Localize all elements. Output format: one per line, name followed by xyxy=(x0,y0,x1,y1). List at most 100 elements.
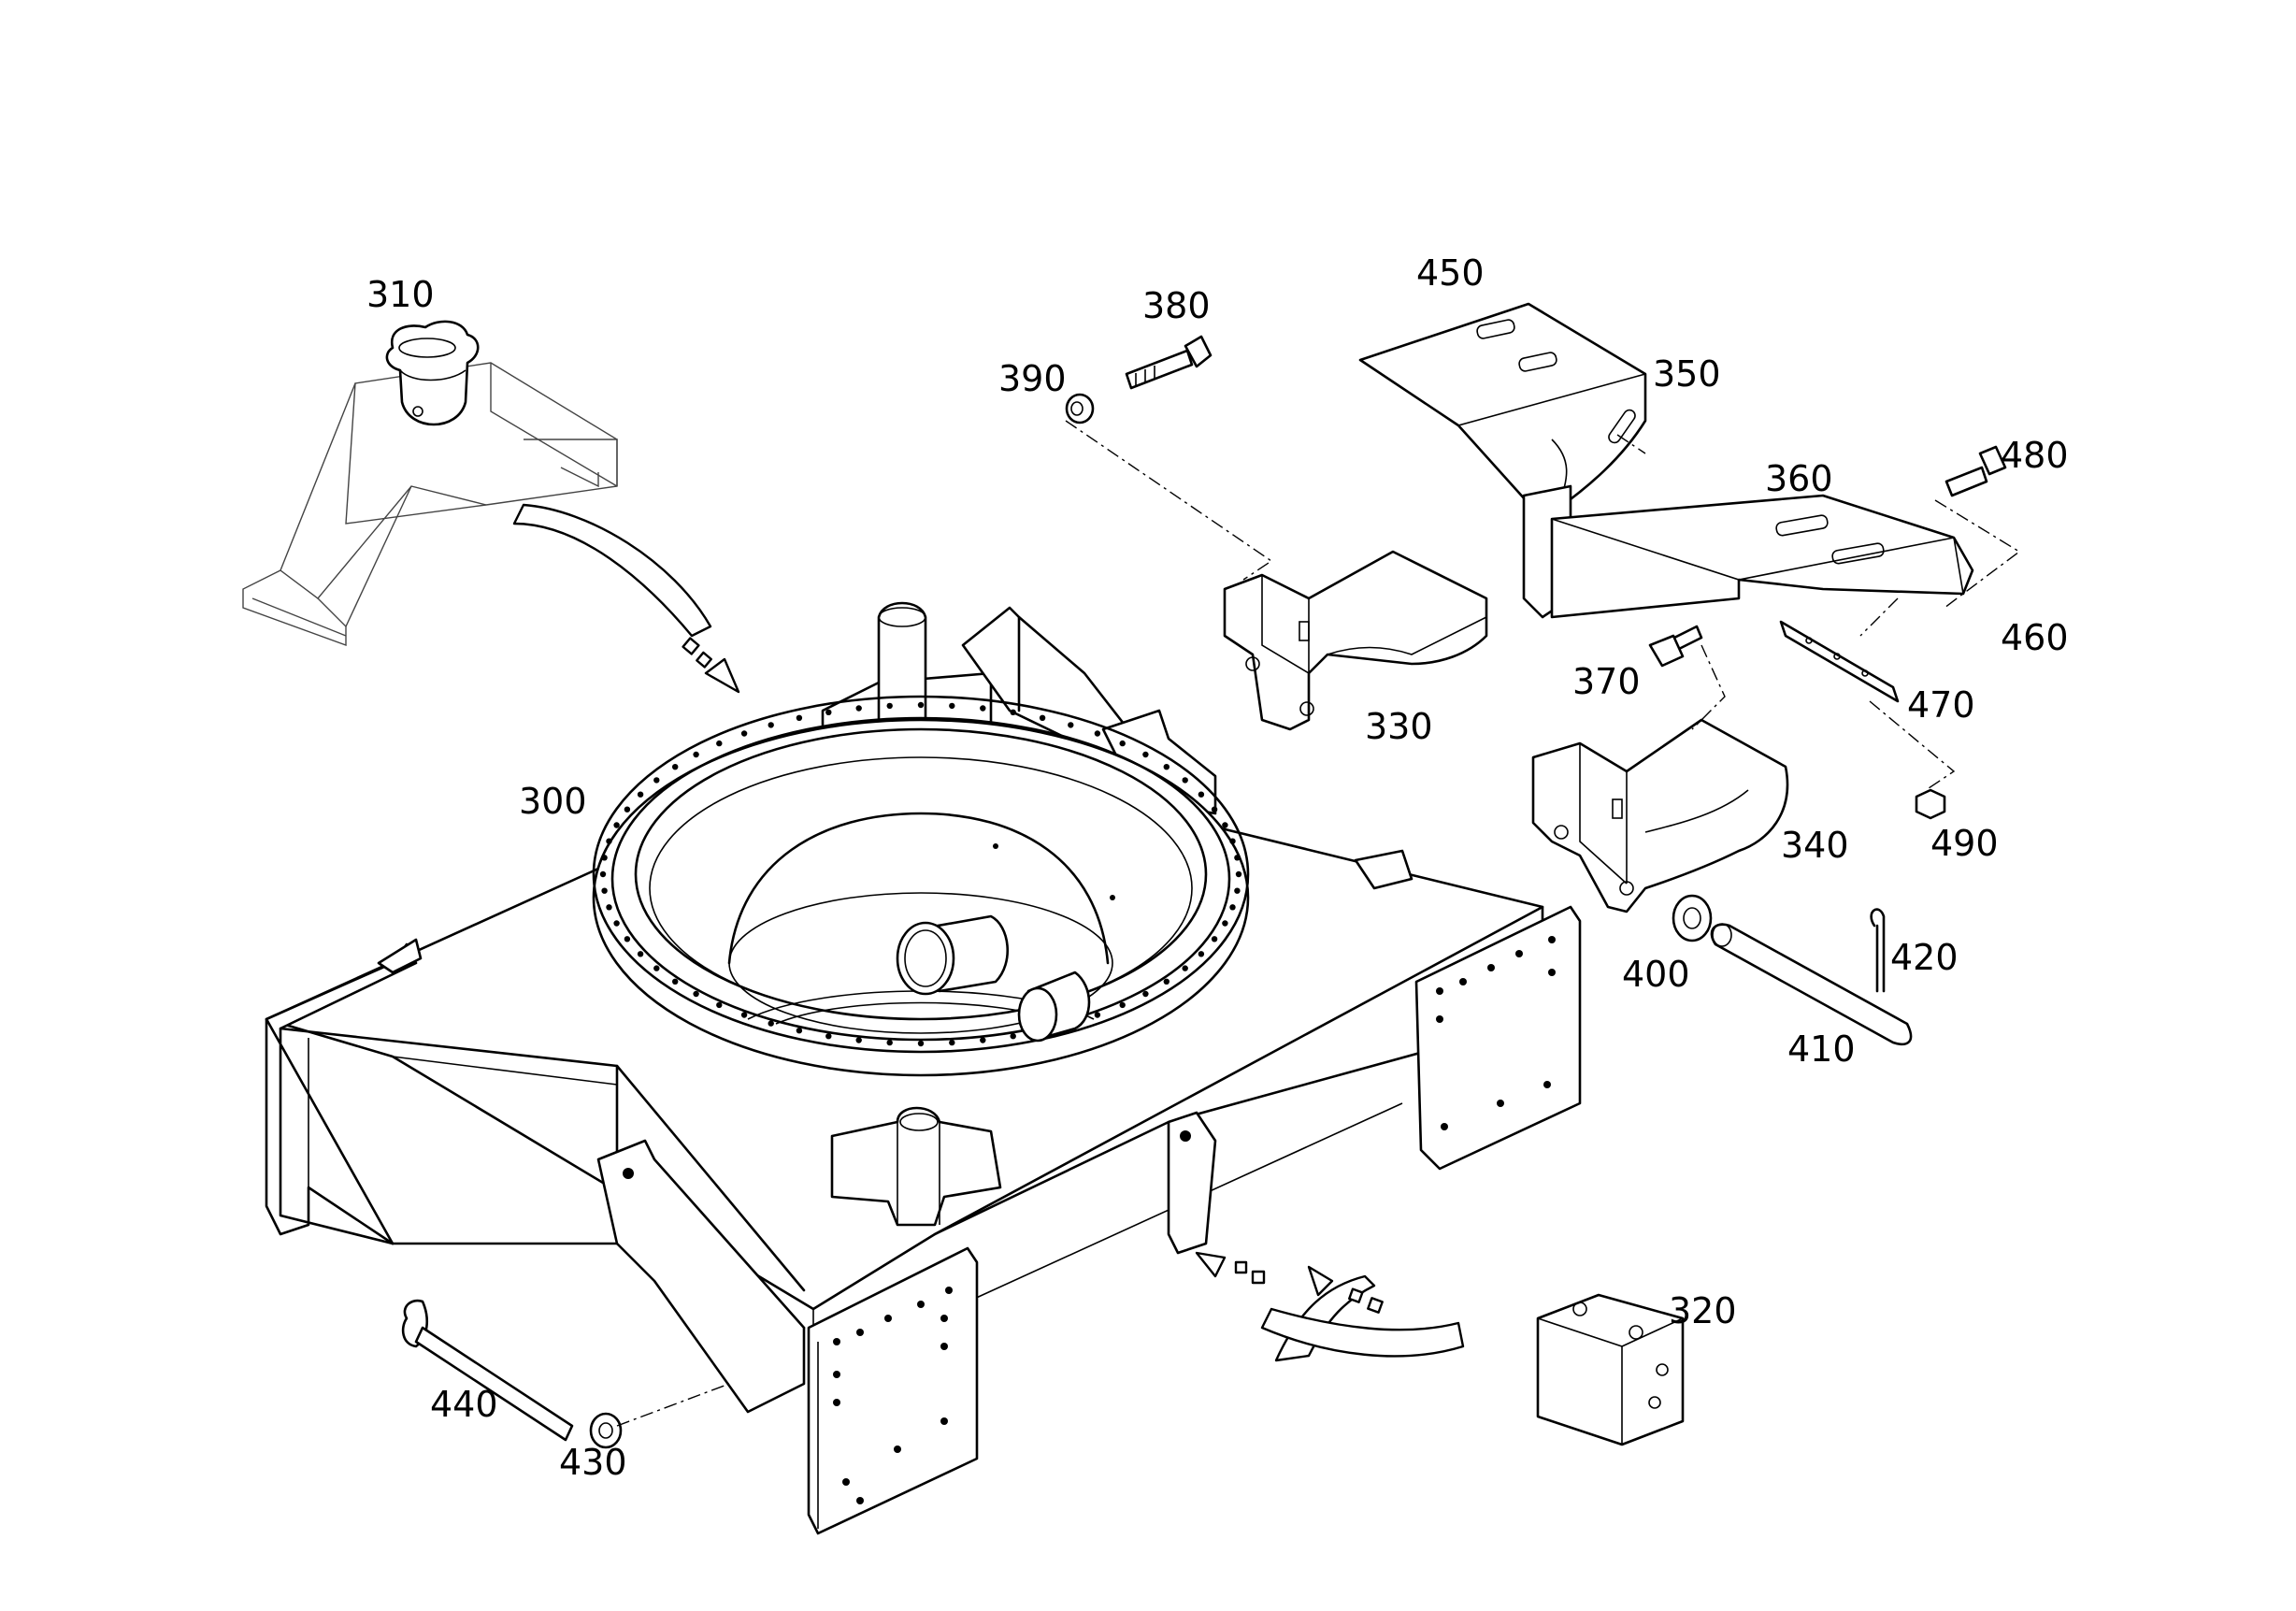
ring-bolt-hole xyxy=(768,722,774,728)
ring-bolt-hole xyxy=(1119,1001,1126,1009)
ring-bolt-hole xyxy=(716,740,723,747)
leader-lines xyxy=(616,420,2021,1427)
part-420-split-pin xyxy=(1870,908,1886,993)
label-400: 400 xyxy=(1622,954,1690,995)
label-350: 350 xyxy=(1653,353,1721,395)
ring-bolt-hole xyxy=(1222,822,1228,828)
part-430-washer xyxy=(589,1412,623,1449)
part-310-mount xyxy=(242,320,618,646)
part-320-block xyxy=(1536,1293,1685,1446)
ring-bolt-hole xyxy=(1235,870,1242,878)
ring-bolt-hole xyxy=(1142,751,1149,758)
ring-bolt-hole xyxy=(796,714,803,721)
assembly-arrow-bottom-right xyxy=(1260,1265,1465,1358)
label-420: 420 xyxy=(1890,937,1959,978)
part-300-chassis xyxy=(265,601,1582,1535)
ring-bolt-hole xyxy=(1234,855,1241,861)
part-360-plate xyxy=(1550,494,1974,619)
ring-bolt-hole xyxy=(1229,904,1236,911)
part-450-plate xyxy=(1358,302,1647,521)
ring-bolt-hole xyxy=(1142,990,1149,998)
ring-bolt-hole xyxy=(855,1037,862,1043)
ring-bolt-hole xyxy=(637,951,644,957)
ring-bolt-hole xyxy=(716,1001,723,1009)
ring-bolt-hole xyxy=(693,990,699,998)
ring-bolt-hole xyxy=(624,806,631,813)
ring-bolt-hole xyxy=(855,705,862,712)
ring-bolt-hole xyxy=(980,705,986,712)
ring-bolt-hole xyxy=(1010,709,1016,715)
label-380: 380 xyxy=(1142,285,1211,326)
part-440-bolt xyxy=(401,1299,574,1442)
ring-bolt-hole xyxy=(768,1020,774,1027)
label-370: 370 xyxy=(1572,661,1641,702)
ring-bolt-hole xyxy=(613,920,620,927)
ring-bolt-hole xyxy=(1211,936,1218,942)
part-380-bolt xyxy=(1125,335,1213,390)
label-440: 440 xyxy=(430,1384,498,1425)
part-370-bolt xyxy=(1648,625,1703,668)
label-450: 450 xyxy=(1416,252,1485,294)
label-310: 310 xyxy=(366,274,435,315)
ring-bolt-hole xyxy=(601,855,608,861)
ring-bolt-hole xyxy=(740,1012,748,1018)
ring-bolt-hole xyxy=(886,702,893,710)
ring-bolt-hole xyxy=(740,730,748,737)
label-490: 490 xyxy=(1930,823,1999,864)
ring-bolt-hole xyxy=(1234,887,1241,894)
ring-bolt-hole xyxy=(1119,740,1126,747)
label-410: 410 xyxy=(1787,1028,1856,1070)
part-470-strip xyxy=(1779,620,1900,703)
ring-bolt-hole xyxy=(1039,714,1046,721)
label-460: 460 xyxy=(2001,617,2069,658)
ring-bolt-hole xyxy=(637,791,644,798)
label-470: 470 xyxy=(1907,684,1975,726)
part-400-washer xyxy=(1672,894,1713,942)
ring-bolt-hole xyxy=(606,904,612,911)
ring-bolt-hole xyxy=(599,870,607,878)
ring-bolt-hole xyxy=(1182,777,1188,784)
ring-bolt-hole xyxy=(949,702,955,710)
ring-bolt-hole xyxy=(653,777,660,784)
ring-bolt-hole xyxy=(1182,965,1188,971)
part-labels: 310 380 390 450 350 360 480 460 370 470 … xyxy=(366,252,2069,1483)
ring-bolt-hole xyxy=(1010,1033,1016,1040)
ring-bolt-hole xyxy=(917,701,925,709)
assembly-arrow-top xyxy=(512,503,740,694)
label-340: 340 xyxy=(1781,825,1849,866)
label-430: 430 xyxy=(559,1442,627,1483)
ring-bolt-hole xyxy=(1094,1012,1101,1018)
part-410-pin xyxy=(1710,923,1913,1046)
part-330-bracket xyxy=(1223,550,1488,731)
ring-bolt-hole xyxy=(606,838,612,844)
ring-bolt-hole xyxy=(1163,764,1170,770)
label-300: 300 xyxy=(519,781,587,822)
ring-bolt-hole xyxy=(613,822,620,828)
part-390-washer xyxy=(1065,393,1095,424)
ring-bolt-hole xyxy=(1068,722,1074,728)
ring-bolt-hole xyxy=(1211,806,1218,813)
ring-bolt-hole xyxy=(1198,951,1205,957)
part-490-nut xyxy=(1915,788,1946,820)
ring-bolt-hole xyxy=(693,751,699,758)
ring-bolt-hole xyxy=(1198,791,1205,798)
ring-bolt-hole xyxy=(1163,978,1170,985)
label-320: 320 xyxy=(1669,1290,1737,1331)
ring-bolt-hole xyxy=(886,1039,893,1046)
ring-bolt-hole xyxy=(601,887,608,894)
ring-bolt-hole xyxy=(796,1028,803,1034)
corner-plate-right-holes xyxy=(1436,936,1556,1130)
label-360: 360 xyxy=(1765,458,1833,499)
ring-bolt-hole xyxy=(1222,920,1228,927)
ring-bolt-hole xyxy=(653,965,660,971)
part-480-bolt xyxy=(1944,445,2007,497)
part-340-bracket xyxy=(1531,718,1789,913)
ring-bolt-hole xyxy=(825,709,832,715)
ring-bolt-hole xyxy=(672,978,679,985)
label-330: 330 xyxy=(1365,706,1433,747)
ring-bolt-hole xyxy=(672,764,679,770)
label-390: 390 xyxy=(998,358,1067,399)
label-480: 480 xyxy=(2001,435,2069,476)
ring-bolt-hole xyxy=(980,1037,986,1043)
